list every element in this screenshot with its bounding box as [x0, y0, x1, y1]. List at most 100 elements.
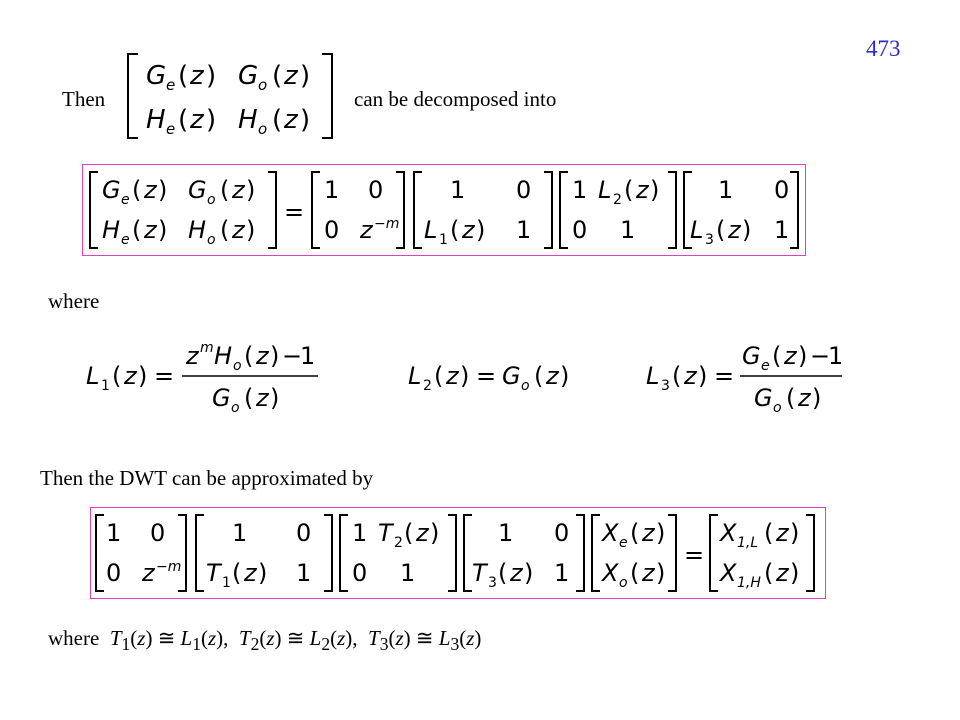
g-symbol: G: [146, 61, 166, 91]
h-symbol: H: [146, 105, 166, 135]
dwt-approx-text: Then the DWT can be approximated by: [40, 466, 374, 490]
svg-text:z: z: [243, 559, 258, 587]
svg-text:z: z: [797, 384, 812, 412]
svg-text:1: 1: [324, 176, 339, 204]
svg-text:(: (: [434, 362, 443, 390]
svg-text:e: e: [121, 232, 130, 248]
svg-text:0: 0: [150, 519, 165, 547]
svg-text:1: 1: [774, 216, 789, 244]
svg-text:G: G: [502, 362, 521, 390]
svg-text:(: (: [178, 61, 188, 91]
page-number: 473: [866, 36, 901, 61]
svg-text:1: 1: [450, 176, 465, 204]
svg-text:): ): [300, 105, 310, 135]
svg-text:0: 0: [106, 559, 121, 587]
svg-text:−m: −m: [374, 216, 399, 232]
svg-text:z: z: [141, 559, 156, 587]
svg-text:o: o: [773, 400, 782, 414]
svg-text:G: G: [188, 176, 207, 204]
svg-text:0: 0: [774, 176, 789, 204]
svg-text:): ): [742, 216, 751, 244]
svg-text:1: 1: [718, 176, 733, 204]
svg-text:1,H: 1,H: [737, 575, 761, 591]
svg-text:X: X: [718, 519, 737, 547]
svg-text:1: 1: [101, 378, 110, 394]
svg-text:(: (: [716, 216, 725, 244]
svg-text:e: e: [761, 358, 770, 374]
svg-text:m: m: [200, 340, 214, 356]
svg-text:(: (: [112, 362, 121, 390]
svg-text:e: e: [619, 535, 628, 551]
svg-text:): ): [650, 176, 659, 204]
svg-text:o: o: [521, 378, 530, 394]
svg-text:0: 0: [368, 176, 383, 204]
svg-text:z: z: [415, 519, 430, 547]
svg-text:3: 3: [488, 575, 497, 591]
svg-text:1: 1: [106, 519, 121, 547]
svg-text:z: z: [641, 519, 656, 547]
svg-text:): ): [270, 342, 279, 370]
svg-text:z: z: [283, 105, 299, 135]
svg-text:z: z: [189, 105, 205, 135]
svg-text:=: =: [154, 362, 174, 390]
svg-text:1: 1: [498, 519, 513, 547]
svg-text:(: (: [220, 216, 229, 244]
approximation-relations: where T1(z) ≅ L1(z), T2(z) ≅ L2(z), T3(z…: [48, 626, 482, 655]
svg-text:(: (: [764, 559, 773, 587]
svg-text:z: z: [255, 384, 270, 412]
svg-text:o: o: [231, 400, 240, 414]
svg-text:e: e: [166, 76, 175, 94]
svg-text:e: e: [121, 192, 130, 208]
decomposition-box: [82, 164, 806, 256]
svg-text:3: 3: [661, 378, 670, 394]
svg-text:1: 1: [572, 176, 587, 204]
svg-text:): ): [206, 61, 216, 91]
svg-text:z: z: [775, 519, 790, 547]
svg-text:z: z: [641, 559, 656, 587]
svg-text:G: G: [212, 384, 231, 412]
svg-text:X: X: [600, 519, 619, 547]
svg-text:): ): [656, 559, 665, 587]
svg-text:z: z: [189, 61, 205, 91]
svg-text:1: 1: [828, 342, 843, 370]
svg-text:X: X: [600, 559, 619, 587]
svg-text:T: T: [378, 519, 395, 547]
svg-text:H: H: [188, 216, 206, 244]
svg-text:z: z: [231, 216, 246, 244]
svg-text:): ): [790, 559, 799, 587]
svg-text:(: (: [764, 519, 773, 547]
svg-text:(: (: [132, 216, 141, 244]
svg-text:(: (: [772, 342, 781, 370]
svg-text:o: o: [619, 575, 628, 591]
svg-text:G: G: [102, 176, 121, 204]
svg-text:0: 0: [352, 559, 367, 587]
svg-text:2: 2: [613, 192, 622, 208]
svg-text:0: 0: [572, 216, 587, 244]
svg-text:z: z: [231, 176, 246, 204]
svg-text:=: =: [284, 198, 304, 226]
svg-text:z: z: [359, 216, 374, 244]
svg-text:(: (: [624, 176, 633, 204]
svg-text:2: 2: [394, 535, 403, 551]
svg-text:z: z: [185, 342, 200, 370]
svg-text:1: 1: [554, 559, 569, 587]
svg-text:): ): [246, 176, 255, 204]
svg-text:(: (: [672, 362, 681, 390]
svg-text:z: z: [635, 176, 650, 204]
svg-text:0: 0: [554, 519, 569, 547]
svg-text:z: z: [255, 342, 270, 370]
svg-text:0: 0: [324, 216, 339, 244]
svg-text:): ): [300, 61, 310, 91]
svg-text:o: o: [258, 76, 267, 94]
svg-text:3: 3: [705, 232, 714, 248]
svg-text:2: 2: [423, 378, 432, 394]
svg-text:−: −: [282, 342, 302, 370]
svg-text:L: L: [598, 176, 611, 204]
then-text: Then: [62, 87, 106, 111]
svg-text:z: z: [509, 559, 524, 587]
svg-text:): ): [656, 519, 665, 547]
svg-text:e: e: [166, 120, 175, 138]
svg-text:z: z: [445, 362, 460, 390]
